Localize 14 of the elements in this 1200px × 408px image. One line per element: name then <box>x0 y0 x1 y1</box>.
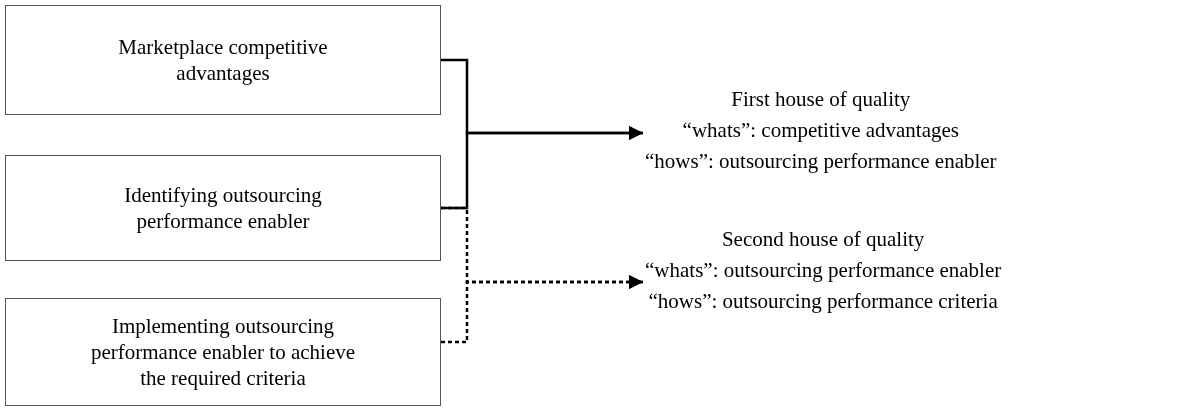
box-label: Implementing outsourcing performance enabler to achieve the required criteria <box>89 312 357 392</box>
text-line: “hows”: outsourcing performance enabler <box>645 148 997 175</box>
process-box <box>5 298 441 406</box>
box-label: Marketplace competitive advantages <box>117 33 329 87</box>
process-box <box>5 155 441 261</box>
text-line: “whats”: competitive advantages <box>682 117 959 144</box>
arrow <box>441 275 643 344</box>
arrow <box>441 126 643 210</box>
box-label: Identifying outsourcing performance enabler <box>123 181 323 235</box>
process-box <box>5 5 441 115</box>
heading: First house of quality <box>731 86 911 113</box>
heading: Second house of quality <box>721 226 925 253</box>
text-line: “hows”: outsourcing performance criteria <box>648 288 998 315</box>
text-line: “whats”: outsourcing performance enabler <box>645 257 1002 284</box>
